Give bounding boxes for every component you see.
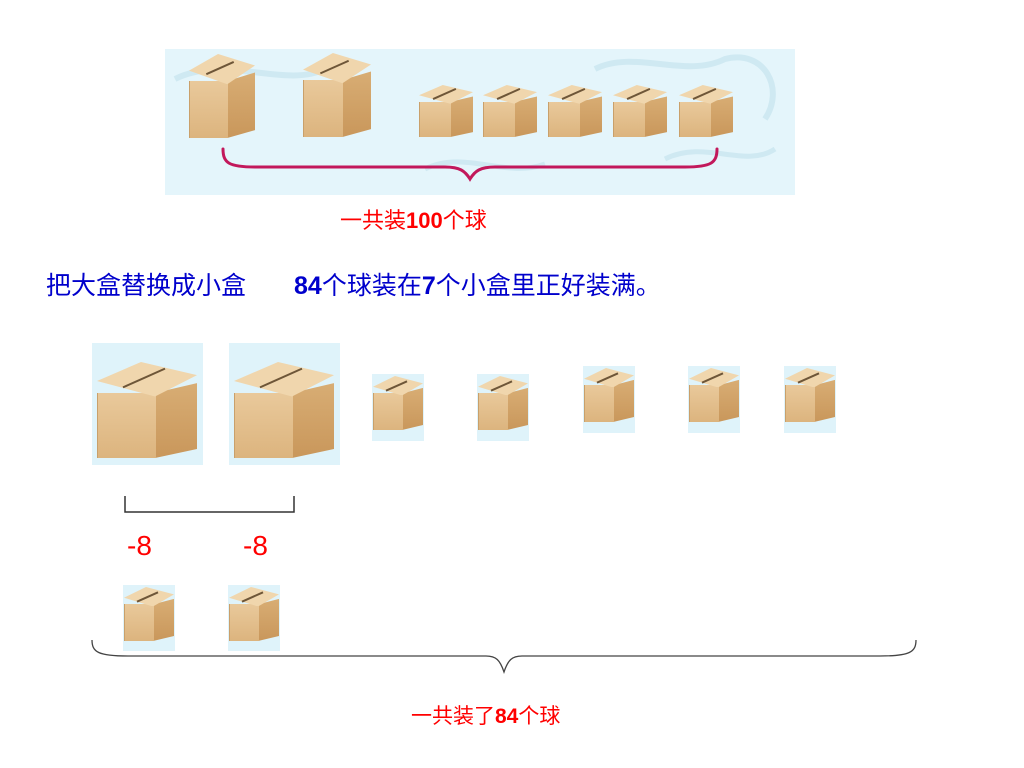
bottom-brace-icon <box>91 639 917 675</box>
top-caption-prefix: 一共装 <box>340 209 407 234</box>
minus-right-label: -8 <box>243 530 268 561</box>
top-total-caption: 一共装100个球 <box>340 203 487 235</box>
big-box-icon <box>303 53 371 137</box>
statement-right: 个小盒里正好装满。 <box>435 271 661 300</box>
statement-number-b: 7 <box>421 272 436 300</box>
statement-left: 把大盒替换成小盒 <box>46 271 247 300</box>
top-illustration <box>165 49 795 195</box>
bottom-caption-prefix: 一共装了 <box>411 704 495 728</box>
big-box-icon <box>97 362 197 458</box>
small-box-icon <box>419 85 473 137</box>
minus-left-label: -8 <box>127 530 152 561</box>
bottom-caption-suffix: 个球 <box>518 704 561 728</box>
statement-mid: 个球装在 <box>321 271 422 300</box>
small-box-icon <box>229 587 279 641</box>
small-box-icon <box>548 85 602 137</box>
top-caption-number: 100 <box>406 208 443 233</box>
statement-line: 把大盒替换成小盒 84个球装在7个小盒里正好装满。 <box>46 266 661 302</box>
small-box-icon <box>124 587 174 641</box>
swap-bracket-icon <box>124 496 295 513</box>
small-box-icon <box>373 376 423 430</box>
small-box-icon <box>679 85 733 137</box>
small-box-icon <box>785 368 835 422</box>
top-brace-icon <box>221 147 719 182</box>
small-box-icon <box>478 376 528 430</box>
bottom-caption-number: 84 <box>495 705 519 728</box>
big-box-icon <box>234 362 334 458</box>
small-box-icon <box>689 368 739 422</box>
top-caption-suffix: 个球 <box>442 209 487 234</box>
small-box-icon <box>483 85 537 137</box>
statement-number-a: 84 <box>294 272 322 300</box>
small-box-icon <box>584 368 634 422</box>
small-box-icon <box>613 85 667 137</box>
big-box-icon <box>189 54 255 138</box>
bottom-total-caption: 一共装了84个球 <box>411 700 560 730</box>
